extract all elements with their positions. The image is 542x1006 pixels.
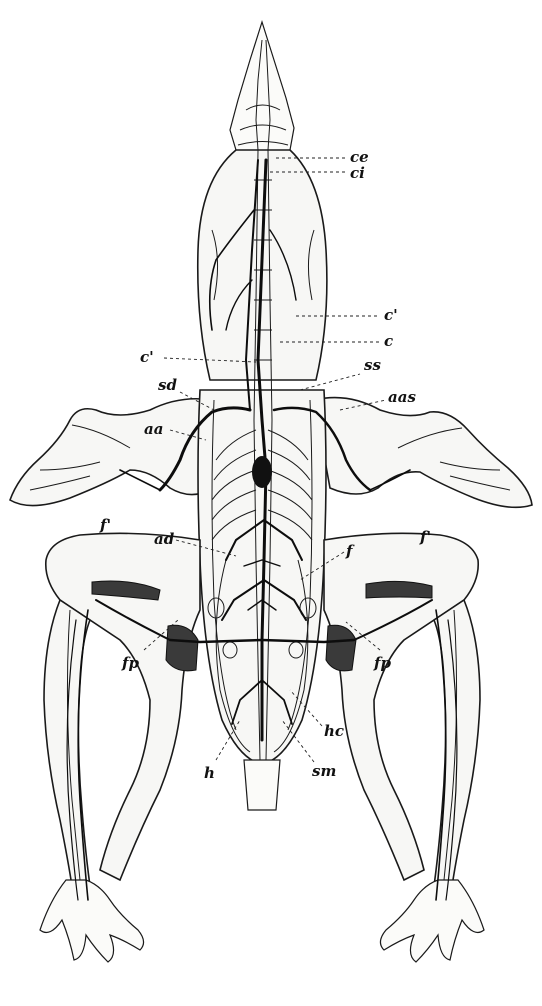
label-hc: hc <box>324 722 344 740</box>
label-h: h <box>204 764 215 782</box>
label-ci: ci <box>350 164 365 182</box>
label-f-prime-left: f' <box>99 516 111 534</box>
label-sm: sm <box>312 762 336 780</box>
label-aas: aas <box>388 388 416 406</box>
right-forelimb <box>314 398 532 508</box>
label-ad: ad <box>154 530 175 548</box>
label-c-prime-left: c' <box>140 348 154 366</box>
label-c: c <box>384 332 393 350</box>
label-c-prime-right: c' <box>384 306 398 324</box>
label-sd: sd <box>158 376 177 394</box>
label-f-prime-right: f' <box>419 528 431 546</box>
label-fp-right: fp <box>373 654 391 672</box>
right-hindlimb <box>324 533 484 962</box>
label-fp-left: fp <box>121 654 139 672</box>
left-hindlimb <box>40 533 200 962</box>
label-ss: ss <box>364 356 381 374</box>
label-aa: aa <box>144 420 163 438</box>
skull <box>230 22 294 160</box>
